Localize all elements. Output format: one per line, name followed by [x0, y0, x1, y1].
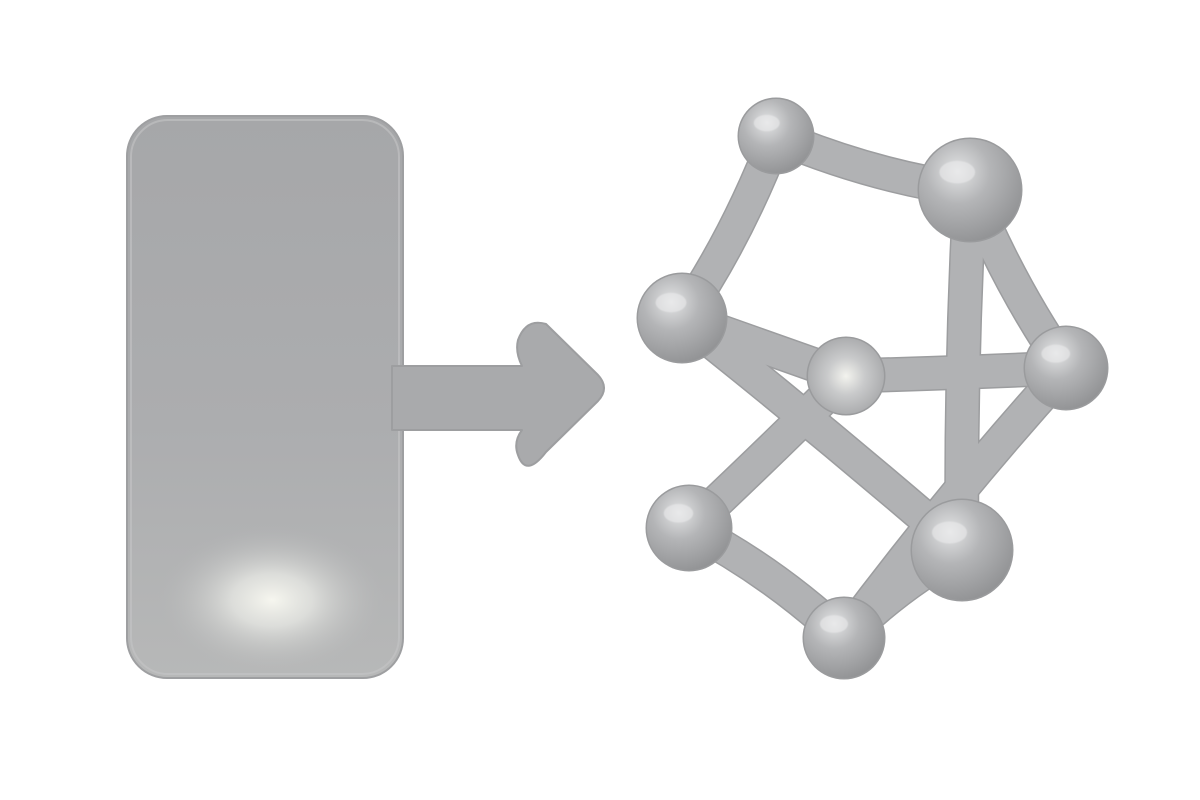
node-bottom-left: [645, 484, 733, 572]
network-graph-icon: [636, 97, 1109, 680]
node-highlight: [655, 292, 687, 313]
node-sphere: [638, 274, 726, 362]
node-highlight: [663, 504, 694, 523]
node-sphere: [647, 486, 731, 570]
rounded-rectangle-icon: [126, 115, 404, 679]
node-center: [806, 336, 886, 416]
node-sphere: [804, 598, 884, 678]
node-highlight: [1041, 344, 1071, 363]
right-arrow-icon: [391, 321, 605, 467]
node-sphere: [739, 99, 813, 173]
node-top-right: [917, 137, 1023, 243]
node-sphere: [808, 338, 884, 414]
node-sphere: [1025, 327, 1107, 409]
node-top-left: [737, 97, 815, 175]
node-sphere: [919, 139, 1021, 241]
node-bottom-right: [910, 498, 1014, 602]
node-left: [636, 272, 728, 364]
node-highlight: [939, 160, 976, 184]
node-highlight: [753, 114, 780, 132]
node-right: [1023, 325, 1109, 411]
node-highlight: [932, 521, 967, 544]
node-highlight: [820, 615, 848, 633]
node-bottom: [802, 596, 886, 680]
graph-nodes: [636, 97, 1109, 680]
node-sphere: [912, 500, 1012, 600]
